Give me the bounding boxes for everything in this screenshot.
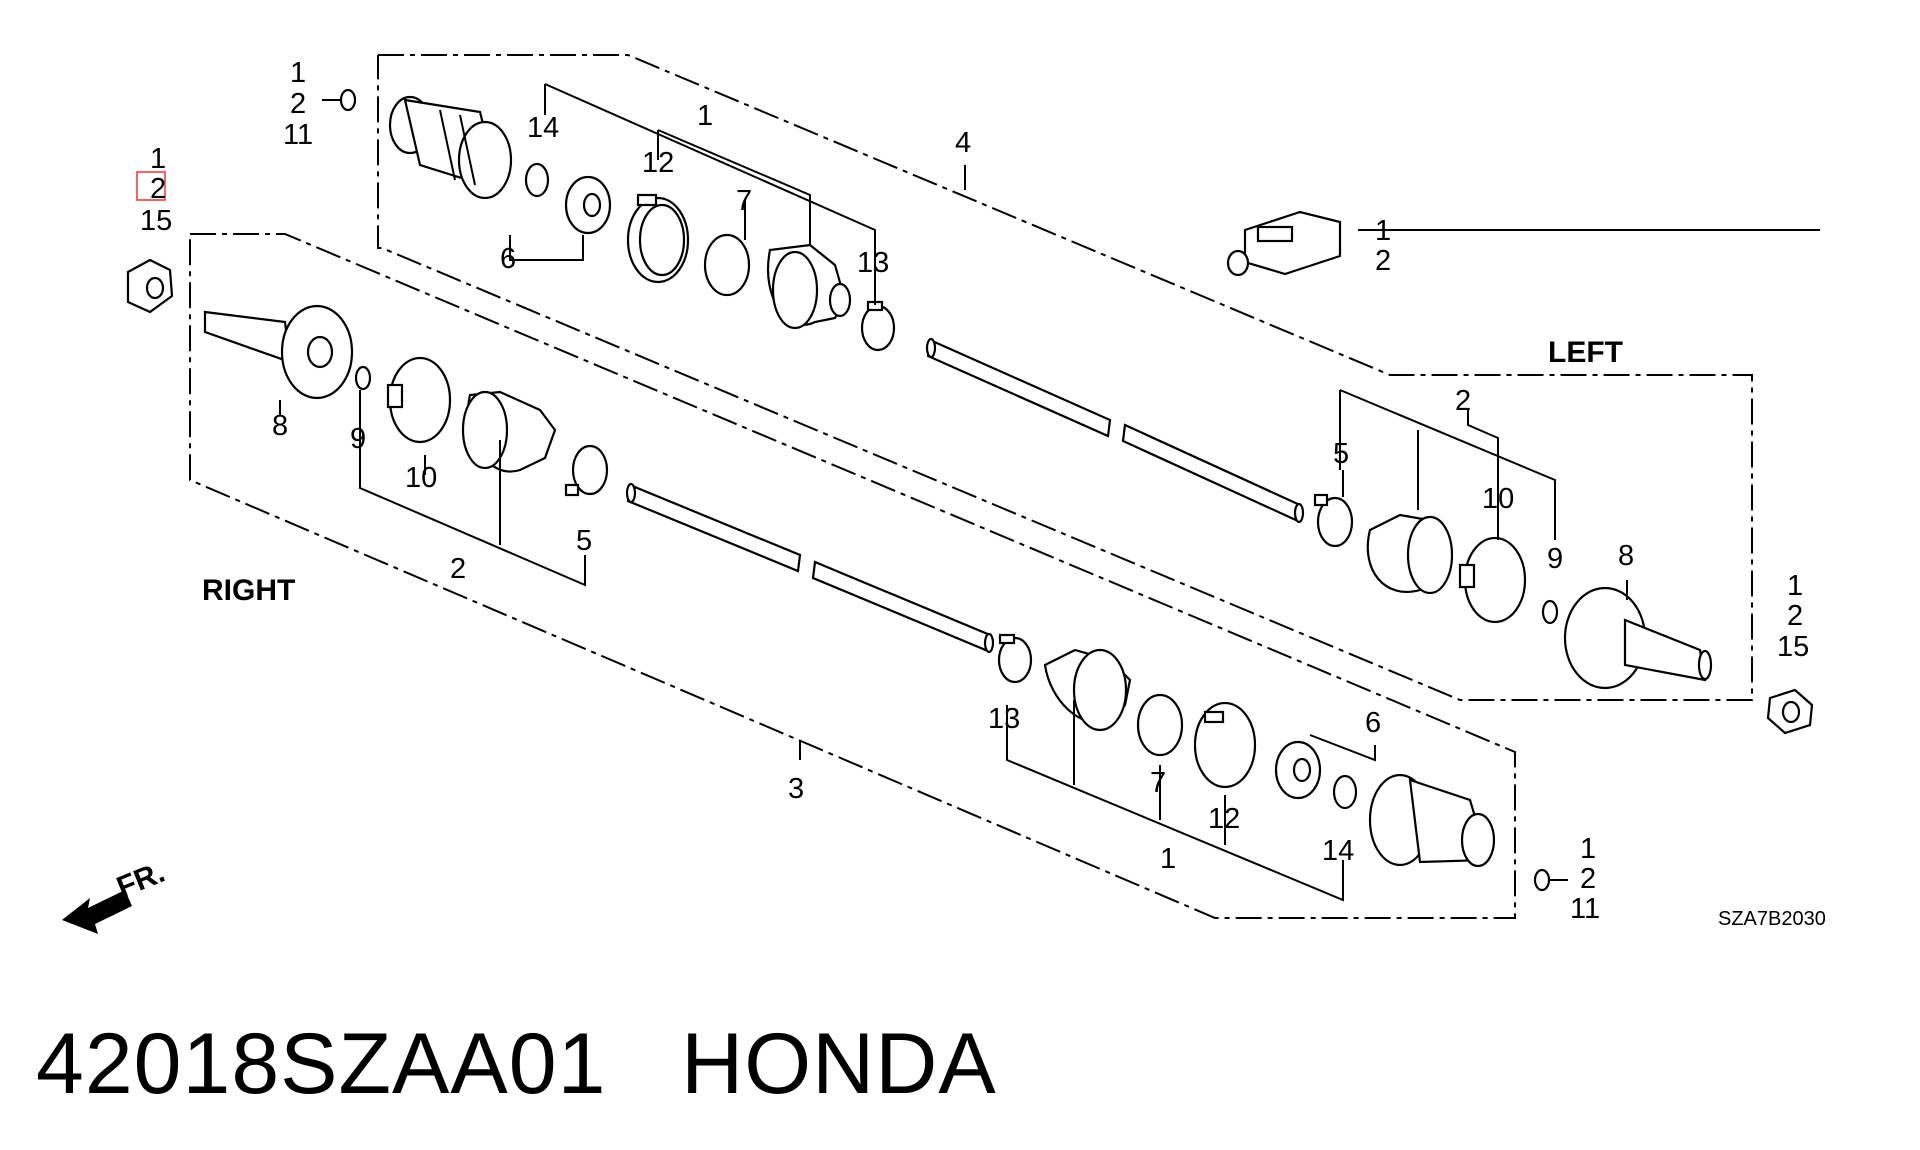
callout-1-left: 1 xyxy=(697,100,713,132)
callout-5-left: 5 xyxy=(1333,438,1349,470)
callout-6-right: 6 xyxy=(1365,707,1381,739)
ring-9-right xyxy=(354,365,372,391)
callout-nut-left-15: 15 xyxy=(140,205,172,237)
inner-joint-housing-right xyxy=(1368,773,1496,868)
callout-7-left: 7 xyxy=(736,185,752,217)
highlight-box xyxy=(136,171,166,201)
callout-13-right: 13 xyxy=(988,703,1020,735)
driveshaft-left xyxy=(925,337,1305,524)
callout-8-right: 8 xyxy=(272,410,288,442)
outer-joint-right xyxy=(203,304,354,400)
ring-9-left xyxy=(1541,599,1559,625)
callout-10-left: 10 xyxy=(1482,483,1514,515)
outer-boot-right xyxy=(461,390,557,473)
front-arrow-label: FR. xyxy=(112,856,169,905)
inner-boot-left xyxy=(767,243,852,330)
callout-top-ring-2: 2 xyxy=(290,88,306,120)
callout-7-right: 7 xyxy=(1150,767,1166,799)
part-number: 42018SZAA01 xyxy=(36,1016,607,1112)
callout-12-right: 12 xyxy=(1208,803,1240,835)
callout-nut-right-15: 15 xyxy=(1777,631,1809,663)
spindle-nut-right-side xyxy=(1766,688,1814,735)
brand-name: HONDA xyxy=(681,1016,997,1112)
inner-boot-right xyxy=(1043,648,1132,732)
snap-ring-bottom xyxy=(1533,868,1551,892)
group-label-left: LEFT xyxy=(1548,336,1623,369)
callout-grease-2: 2 xyxy=(1375,245,1391,277)
callout-13-left: 13 xyxy=(857,247,889,279)
spindle-nut-left-side xyxy=(126,258,174,314)
callout-ring-bottom-11: 11 xyxy=(1570,893,1600,925)
callout-3: 3 xyxy=(788,773,804,805)
boot-band-13-left xyxy=(860,300,896,352)
callout-8-left: 8 xyxy=(1618,540,1634,572)
front-arrow-icon xyxy=(62,890,132,934)
callout-nut-right-1: 1 xyxy=(1787,570,1803,602)
circlip-left xyxy=(524,162,550,198)
tripod-bearing-right xyxy=(1274,740,1322,800)
callout-nut-left-2: 2 xyxy=(150,173,166,205)
tripod-bearing-left xyxy=(564,175,612,235)
outer-joint-left xyxy=(1563,586,1713,690)
callout-2-left: 2 xyxy=(1455,385,1471,417)
callout-nut-left-1: 1 xyxy=(150,143,166,175)
callout-9-right: 9 xyxy=(350,423,366,455)
callout-5-right: 5 xyxy=(576,525,592,557)
boot-band-13-right xyxy=(997,633,1033,684)
group-label-right: RIGHT xyxy=(202,574,295,607)
boot-band-12-left xyxy=(626,193,690,284)
callout-6-left: 6 xyxy=(500,243,516,275)
grease-pack xyxy=(1226,210,1342,277)
callout-2-right: 2 xyxy=(450,553,466,585)
boot-band-5-left xyxy=(1313,493,1354,548)
callout-top-ring-1: 1 xyxy=(290,57,306,89)
driveshaft-right xyxy=(625,482,995,654)
snap-ring-top xyxy=(339,88,357,112)
callout-4: 4 xyxy=(955,127,971,159)
callout-ring-bottom-2: 2 xyxy=(1580,863,1596,895)
ring-7-left xyxy=(703,233,751,297)
callout-14-right: 14 xyxy=(1322,835,1354,867)
outer-boot-left xyxy=(1366,513,1454,595)
callout-ring-bottom-1: 1 xyxy=(1580,833,1596,865)
leader-lines xyxy=(279,83,1820,902)
callout-12-left: 12 xyxy=(642,147,674,179)
callout-10-right: 10 xyxy=(405,462,437,494)
right-assembly-outline xyxy=(189,233,1516,919)
ring-7-right xyxy=(1136,693,1184,757)
callout-nut-right-2: 2 xyxy=(1787,600,1803,632)
callout-9-left: 9 xyxy=(1547,543,1563,575)
diagram-code: SZA7B2030 xyxy=(1718,908,1826,930)
footer-caption: 42018SZAA01 HONDA xyxy=(36,1015,997,1114)
boot-band-5-right xyxy=(564,444,609,497)
circlip-right xyxy=(1332,774,1358,810)
callout-1-right: 1 xyxy=(1160,843,1176,875)
left-assembly-outline xyxy=(377,54,1753,701)
boot-band-10-left xyxy=(1458,536,1527,624)
callout-14-left: 14 xyxy=(527,112,559,144)
callout-grease-1: 1 xyxy=(1375,215,1391,247)
inner-joint-housing-left xyxy=(388,95,513,200)
callout-top-ring-11: 11 xyxy=(283,119,313,151)
boot-band-12-right xyxy=(1193,701,1257,789)
boot-band-10-right xyxy=(386,356,452,444)
